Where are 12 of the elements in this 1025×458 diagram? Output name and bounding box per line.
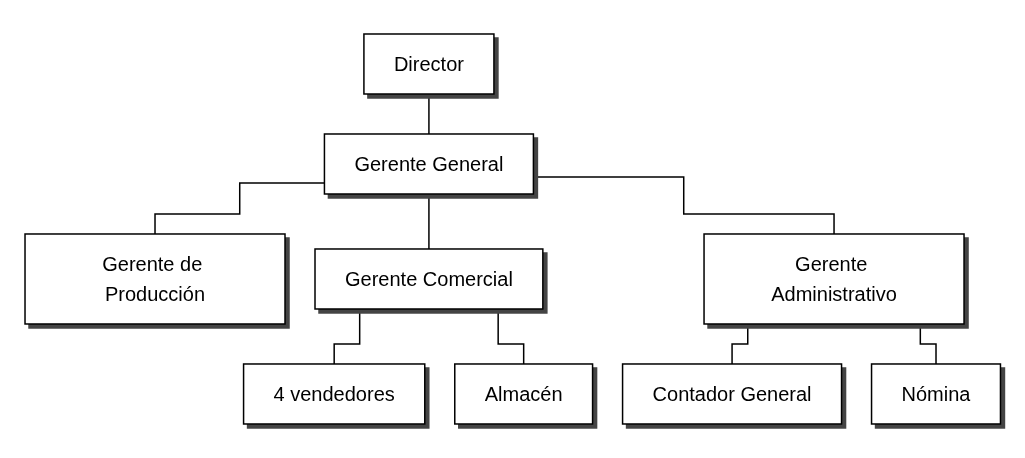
connector <box>427 93 430 135</box>
node-box: 4 vendedores <box>242 363 426 425</box>
node-box: Gerente Administrativo <box>703 233 965 325</box>
node-box: Gerente General <box>323 133 534 195</box>
node-box: Gerente Comercial <box>314 248 544 310</box>
connector <box>154 182 325 235</box>
node-box: Almacén <box>453 363 594 425</box>
node-box: Contador General <box>621 363 843 425</box>
connector <box>427 193 430 250</box>
node-box: Director <box>362 33 495 95</box>
node-box: Gerente de Producción <box>24 233 286 325</box>
node-box: Nómina <box>870 363 1001 425</box>
